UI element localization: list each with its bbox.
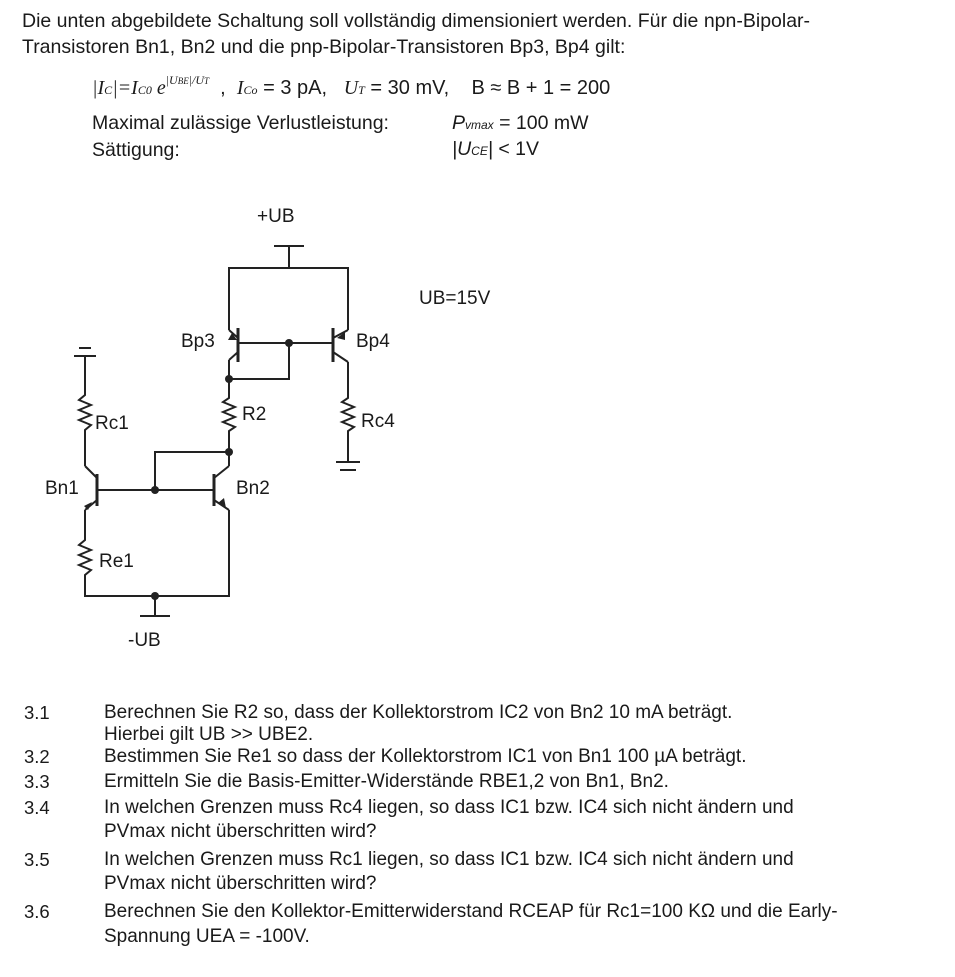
question-number: 3.6 xyxy=(24,901,50,922)
circuit-diagram: +UB UB=15V Bp3 Bp4 Rc1 R2 Rc4 Bn1 Bn2 Re… xyxy=(45,206,491,651)
ut-value: = 30 mV, xyxy=(370,77,450,99)
question-text: PVmax nicht überschritten wird? xyxy=(104,821,377,842)
verlust-value-wrap: Pvmax = 100 mW xyxy=(452,112,589,134)
intro-line-2: Transistoren Bn1, Bn2 und die pnp-Bipola… xyxy=(22,36,626,58)
rc1-label: Rc1 xyxy=(95,413,129,434)
top-rail xyxy=(228,267,349,330)
saettigung-value: < 1V xyxy=(498,138,539,160)
ub-neg-label: -UB xyxy=(128,630,161,651)
ub-value-label: UB=15V xyxy=(419,288,491,309)
intro-text: Die unten abgebildete Schaltung soll vol… xyxy=(22,8,810,60)
question-number: 3.4 xyxy=(24,797,50,818)
question-number: 3.5 xyxy=(24,849,50,870)
bp3-collector xyxy=(228,351,239,361)
question-number: 3.3 xyxy=(24,771,50,792)
question-text: Berechnen Sie den Kollektor-Emitterwider… xyxy=(104,901,838,922)
question-number: 3.1 xyxy=(24,702,50,723)
verlust-value: = 100 mW xyxy=(499,112,589,134)
bp4-arrow xyxy=(337,332,345,340)
re1-label: Re1 xyxy=(99,551,134,572)
r2-resistor xyxy=(220,379,238,462)
bn1-collector xyxy=(84,465,98,479)
collector-current-formula: |IC|=IC0 e|UBE|/UT xyxy=(92,73,210,99)
bn1-label: Bn1 xyxy=(45,478,79,499)
question-text: In welchen Grenzen muss Rc1 liegen, so d… xyxy=(104,849,794,870)
formula-line: |IC|=IC0 e|UBE|/UT , ICo = 3 pA, UT = 30… xyxy=(92,73,611,99)
bn2-arrow xyxy=(218,498,226,508)
question-text: Berechnen Sie R2 so, dass der Kollektors… xyxy=(104,702,733,723)
mirror-diode-link xyxy=(229,343,290,380)
ut-symbol: UT xyxy=(343,77,365,99)
bn1-arrow xyxy=(84,502,92,510)
verlust-label: Maximal zulässige Verlustleistung: xyxy=(92,112,389,134)
ico-value: = 3 pA, xyxy=(263,77,328,99)
bp3-arrow xyxy=(228,333,237,340)
question-text: Bestimmen Sie Re1 so dass der Kollektors… xyxy=(104,746,747,767)
question-text: PVmax nicht überschritten wird? xyxy=(104,873,377,894)
bn2-collector xyxy=(213,465,230,479)
saettigung-label: Sättigung: xyxy=(92,139,180,161)
bn2-diode-link xyxy=(154,451,229,490)
saettigung-value-wrap: |UCE| < 1V xyxy=(452,138,539,160)
bp3-label: Bp3 xyxy=(181,331,215,352)
junction-dots xyxy=(151,339,293,600)
ub-pos-label: +UB xyxy=(257,206,295,227)
bn2-label: Bn2 xyxy=(236,478,270,499)
r2-label: R2 xyxy=(242,404,266,425)
intro-line-1: Die unten abgebildete Schaltung soll vol… xyxy=(22,10,811,32)
question-text: Hierbei gilt UB >> UBE2. xyxy=(104,724,314,745)
rc1-resistor xyxy=(76,356,94,466)
question-text: Ermitteln Sie die Basis-Emitter-Widerstä… xyxy=(104,771,669,792)
ico-symbol: ICo xyxy=(236,77,258,99)
rc4-label: Rc4 xyxy=(361,411,395,432)
question-text: Spannung UEA = -100V. xyxy=(104,926,310,947)
question-number: 3.2 xyxy=(24,746,50,767)
question-text: In welchen Grenzen muss Rc4 liegen, so d… xyxy=(104,797,794,818)
rc4-resistor xyxy=(339,362,357,462)
bp4-collector xyxy=(332,351,349,363)
bp4-label: Bp4 xyxy=(356,331,390,352)
bp4-emitter xyxy=(332,329,349,339)
bp3-emitter xyxy=(228,329,239,339)
re1-resistor xyxy=(76,510,230,597)
b-value: B ≈ B + 1 = 200 xyxy=(471,77,611,99)
